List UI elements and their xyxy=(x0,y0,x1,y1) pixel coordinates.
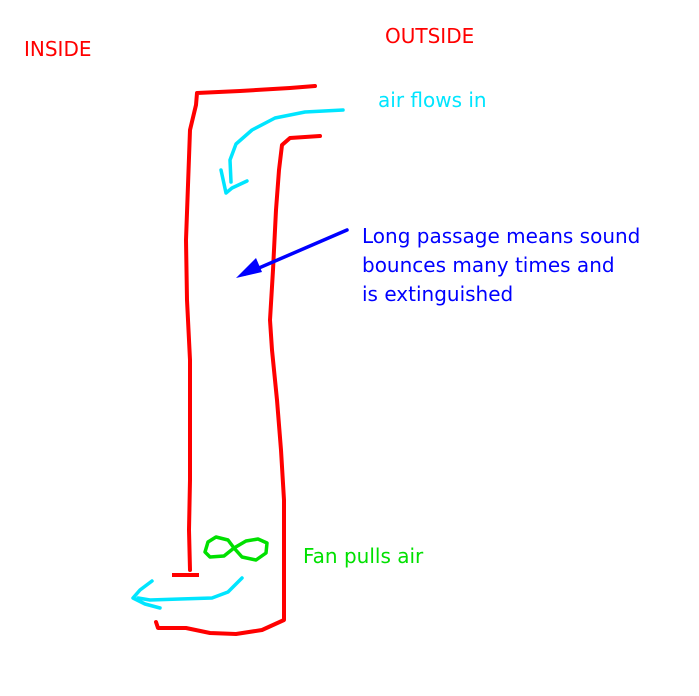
fan-icon xyxy=(203,535,269,562)
right-wall xyxy=(154,134,322,636)
air-out-arrow xyxy=(131,576,244,610)
inside-label: INSIDE xyxy=(24,37,92,61)
pointer-arrowhead xyxy=(236,258,262,278)
outside-label: OUTSIDE xyxy=(385,24,474,48)
fan-label: Fan pulls air xyxy=(303,544,424,568)
note-line-2: bounces many times and xyxy=(362,253,615,277)
air-flows-in-label: air flows in xyxy=(378,88,487,112)
air-in-arrow xyxy=(219,108,345,195)
pointer-arrow xyxy=(243,228,349,276)
note-line-1: Long passage means sound xyxy=(362,224,640,248)
left-wall xyxy=(184,84,317,572)
note-line-3: is extinguished xyxy=(362,282,513,306)
